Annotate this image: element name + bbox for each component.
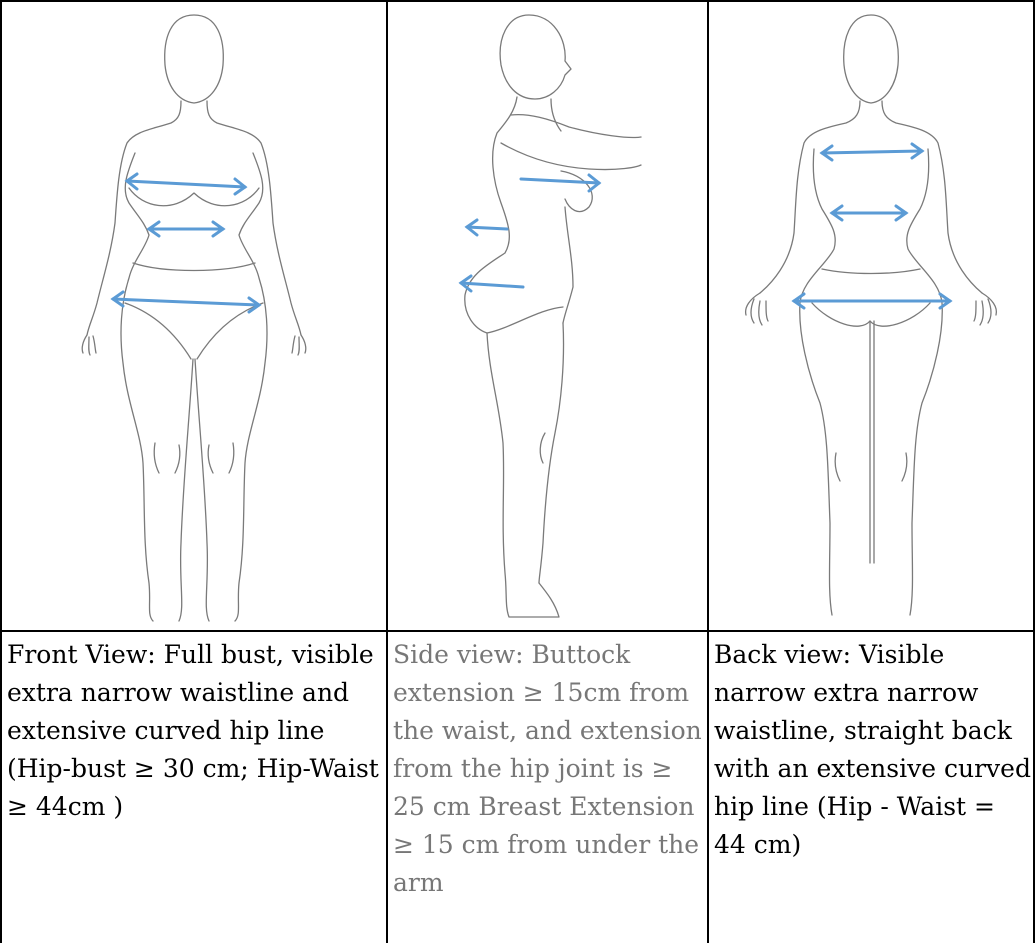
side-body-outline <box>465 15 641 617</box>
row-divider <box>0 630 1035 632</box>
back-measurement-arrows <box>794 144 950 308</box>
side-measurement-arrows <box>461 175 599 291</box>
column-divider-2 <box>707 0 709 943</box>
front-view-illustration <box>3 3 385 630</box>
front-view-caption: Front View: Full bust, visible extra nar… <box>3 636 385 826</box>
back-view-caption: Back view: Visible narrow extra narrow w… <box>710 636 1032 864</box>
front-body-outline <box>82 15 306 621</box>
side-view-caption: Side view: Buttock extension ≥ 15cm from… <box>389 636 706 902</box>
column-divider-1 <box>386 0 388 943</box>
back-view-illustration <box>710 3 1032 630</box>
table-border-top <box>0 0 1035 2</box>
side-view-illustration <box>389 3 706 630</box>
back-body-outline <box>746 15 997 615</box>
table-border-left <box>0 0 2 943</box>
